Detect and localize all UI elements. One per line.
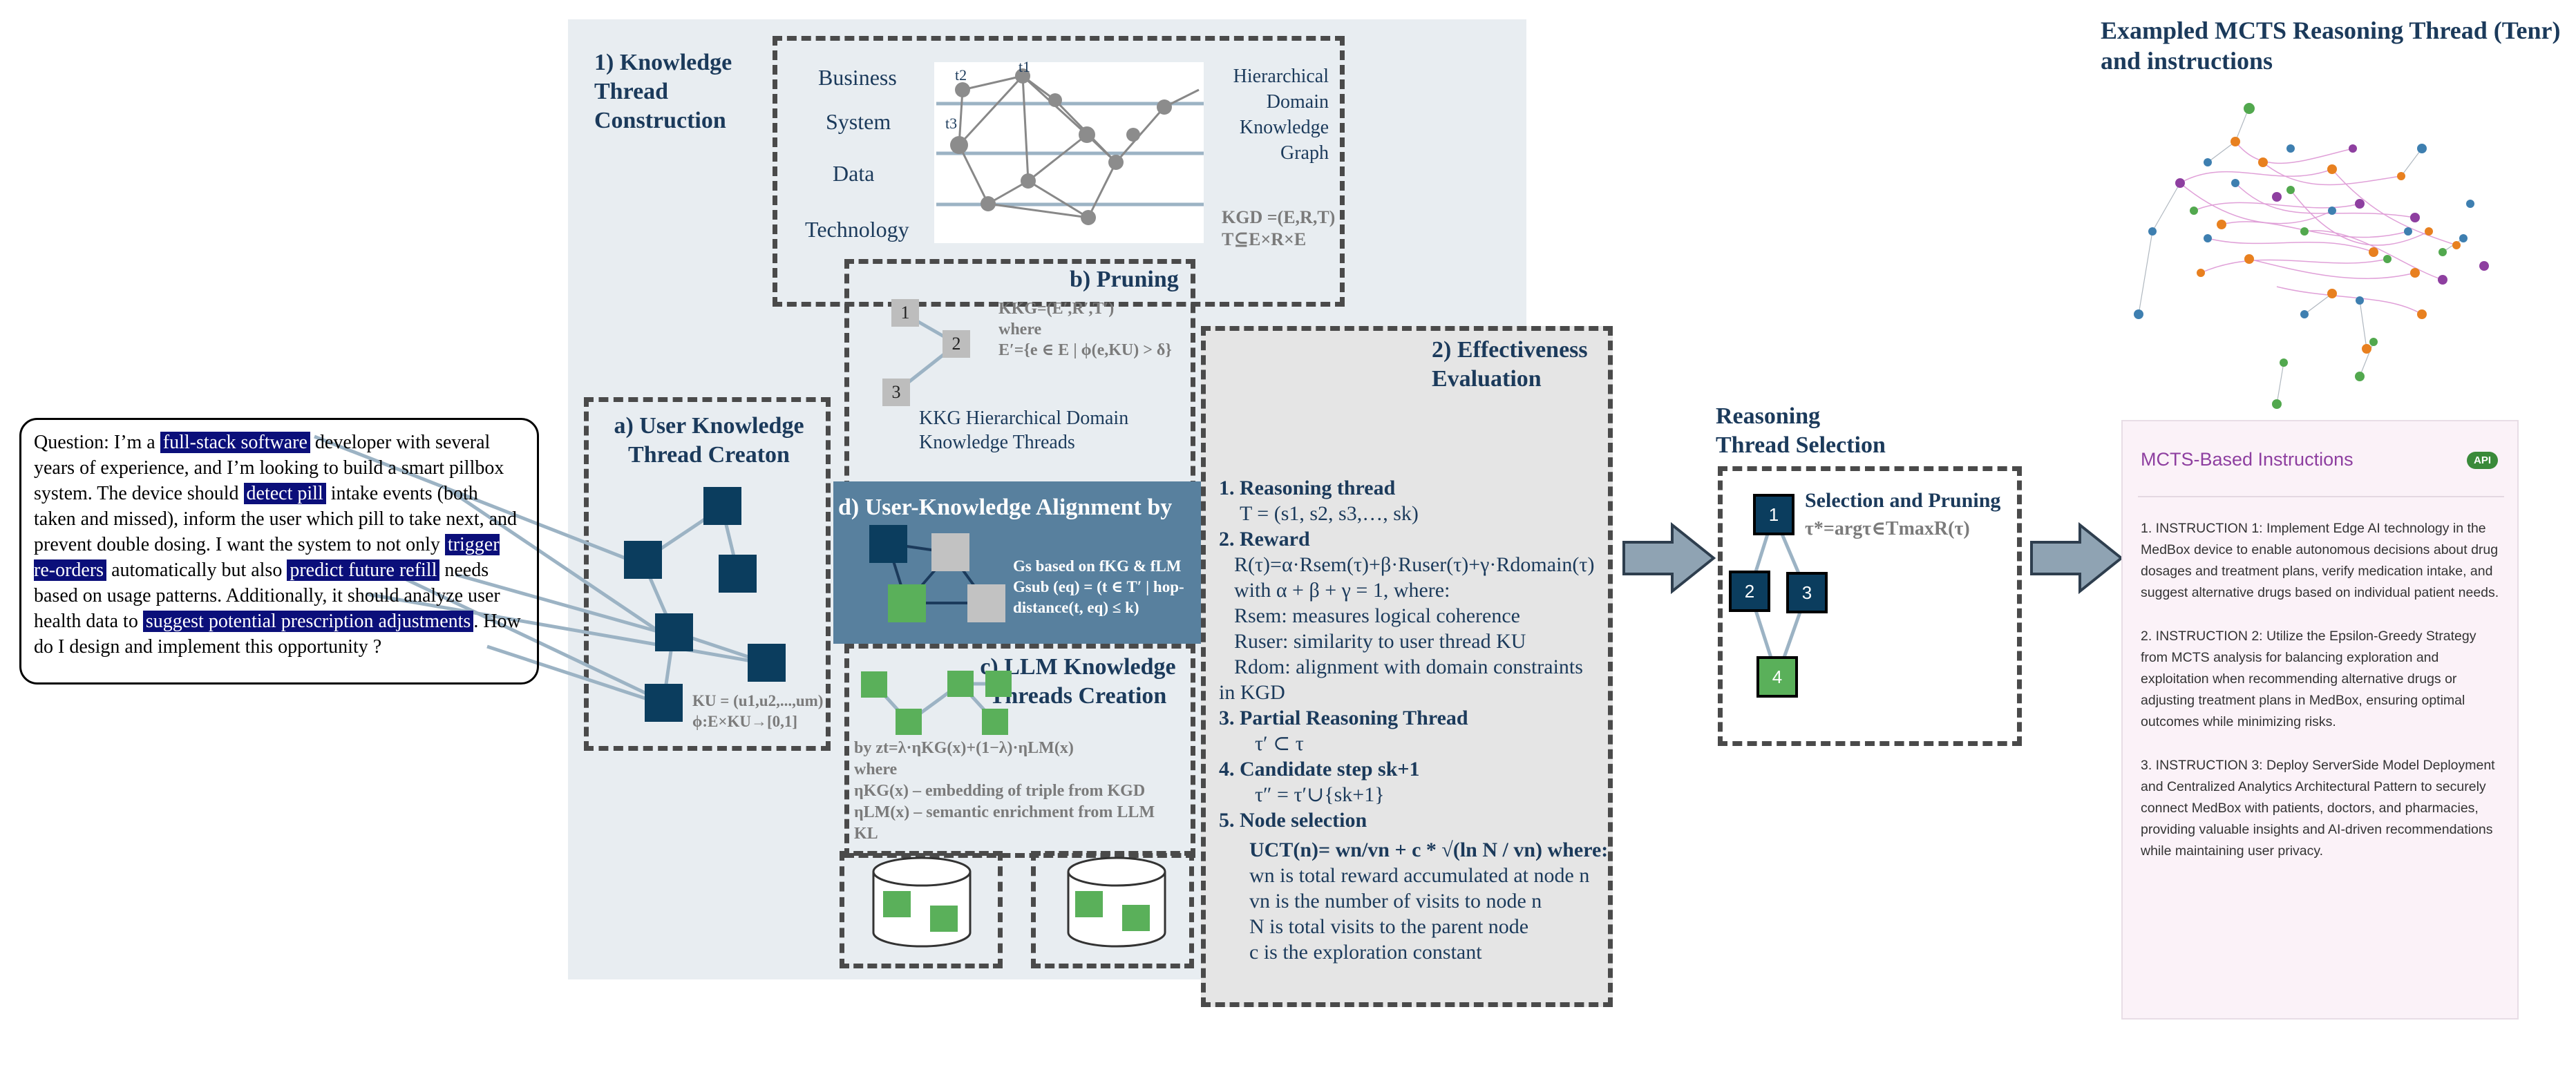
question-text: automatically but also xyxy=(106,559,287,581)
user-thread-nodes xyxy=(624,487,786,722)
pruning-formula: KKG=(E′,R′,T′) where E′={e ∈ E | ϕ(e,KU)… xyxy=(998,300,1172,359)
pruning-node-2: 2 xyxy=(943,330,970,358)
pruning-caption: KKG Hierarchical Domain Knowledge Thread… xyxy=(919,408,1129,453)
effectiveness-item-4: 4. Candidate step sk+1 τ″ = τ′∪{sk+1} xyxy=(1219,758,1420,806)
effectiveness-item-1: 1. Reasoning thread T = (s1, s2, s3,…, s… xyxy=(1219,477,1419,525)
node-label-t3: t3 xyxy=(945,115,958,132)
api-badge[interactable]: API xyxy=(2467,452,2499,469)
question-text: Question: I’m a xyxy=(34,432,160,453)
effectiveness-item-5: 5. Node selection UCT(n)= wn/vn + c * √(… xyxy=(1219,809,1609,964)
effectiveness-item-2: 2. Reward R(τ)=α·Rsem(τ)+β·Ruser(τ)+γ·Rd… xyxy=(1219,528,1595,704)
selection-node-4: 4 xyxy=(1756,656,1798,698)
arrow-to-instructions xyxy=(2030,521,2124,595)
question-text: developer with several years of experien… xyxy=(34,432,504,504)
layer-data: Data xyxy=(833,161,875,186)
llm-formula: by zt=λ·ηKG(x)+(1−λ)·ηLM(x) where ηKG(x)… xyxy=(854,739,1155,843)
selection-title: Reasoning Thread Selection xyxy=(1716,403,1886,458)
pruning-node-3: 3 xyxy=(882,379,910,406)
selection-node-3: 3 xyxy=(1786,572,1828,613)
instruction-item-2: 2. INSTRUCTION 2: Utilize the Epsilon-Gr… xyxy=(2141,629,2476,729)
question-highlight: predict future refill xyxy=(287,559,440,581)
alignment-title: d) User-Knowledge Alignment by xyxy=(838,495,1173,520)
node-label-t2: t2 xyxy=(955,66,967,84)
effectiveness-title: 2) Effectiveness Evaluation xyxy=(1432,337,1588,392)
effectiveness-item-3: 3. Partial Reasoning Thread τ′ ⊂ τ xyxy=(1219,707,1468,755)
user-thread-formula: KU = (u1,u2,...,um) ϕ:E×KU→[0,1] xyxy=(692,692,824,730)
question-highlight: full-stack software xyxy=(160,432,310,453)
kgd-sub: T⊆E×R×E xyxy=(1222,229,1307,249)
selection-node-2: 2 xyxy=(1729,571,1770,612)
question-text: . How do I design and implement this opp… xyxy=(34,611,521,658)
effectiveness-list: 1. Reasoning thread T = (s1, s2, s3,…, s… xyxy=(1219,475,1613,965)
arrow-to-selection xyxy=(1622,521,1716,595)
user-question-box: Question: I’m a full-stack software deve… xyxy=(19,418,539,685)
section1-title: 1) Knowledge Thread Construction xyxy=(594,50,732,133)
layer-technology: Technology xyxy=(805,217,909,242)
layer-system: System xyxy=(826,109,891,134)
hdkg-label: Hierarchical Domain Knowledge Graph xyxy=(1233,66,1329,164)
llm-box xyxy=(844,644,1195,858)
database-box-1 xyxy=(840,851,1003,968)
question-text: intake events (both taken and missed), i… xyxy=(34,483,518,555)
database-box-2 xyxy=(1031,851,1194,968)
alignment-formula: Gs based on fKG & fLM Gsub (eq) = (t ∈ T… xyxy=(1013,557,1184,616)
user-thread-title: a) User Knowledge Thread Creaton xyxy=(614,413,804,468)
right-title: Exampled MCTS Reasoning Thread (Tenr) an… xyxy=(2101,17,2561,75)
instructions-card: MCTS-Based Instructions API 1. INSTRUCTI… xyxy=(2121,420,2519,1020)
selection-node-1: 1 xyxy=(1753,494,1794,535)
pruning-node-1: 1 xyxy=(891,299,919,327)
question-text: needs based on usage patterns. Additiona… xyxy=(34,559,500,632)
mcts-network-graph xyxy=(2134,103,2489,409)
user-thread-box xyxy=(584,397,831,751)
instructions-divider xyxy=(2138,496,2504,497)
instruction-item-3: 3. INSTRUCTION 3: Deploy ServerSide Mode… xyxy=(2141,758,2495,859)
node-label-t1: t1 xyxy=(1019,58,1031,75)
instruction-item-1: 1. INSTRUCTION 1: Implement Edge AI tech… xyxy=(2141,521,2499,600)
hdkg-box xyxy=(773,36,1345,307)
layer-business: Business xyxy=(818,65,897,90)
kgd-formula: KGD =(E,R,T) xyxy=(1222,207,1336,227)
selection-formula: τ*=argτ∈TmaxR(τ) xyxy=(1805,518,1970,539)
instruction-list: 1. INSTRUCTION 1: Implement Edge AI tech… xyxy=(2141,518,2503,862)
llm-title: c) LLM Knowledge Threads Creation xyxy=(980,654,1176,709)
pruning-title: b) Pruning xyxy=(1070,267,1179,292)
selection-box-title: Selection and Pruning xyxy=(1805,489,2001,512)
selection-box xyxy=(1718,466,2022,746)
question-highlight: detect pill xyxy=(243,483,326,504)
instructions-card-title: MCTS-Based Instructions xyxy=(2141,449,2354,470)
question-highlight: suggest potential prescription adjustmen… xyxy=(142,611,474,632)
effectiveness-box xyxy=(1201,326,1613,1007)
